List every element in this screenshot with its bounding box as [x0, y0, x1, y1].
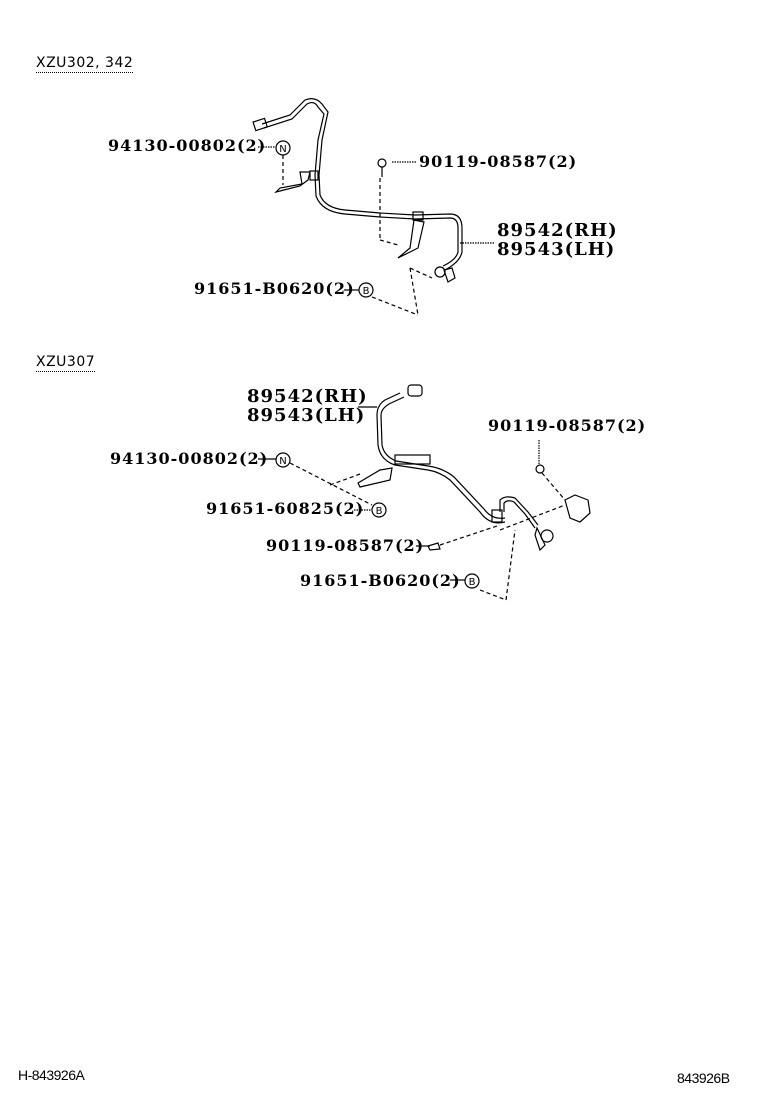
part-number-90119-08587[interactable]: 90119-08587(2) — [419, 152, 578, 171]
part-number-90119-08587-upper[interactable]: 90119-08587(2) — [488, 416, 647, 435]
tag-b-icon — [464, 573, 480, 589]
figure-code-right: 843926B — [677, 1070, 730, 1086]
svg-text:B: B — [363, 286, 370, 297]
part-number-89543-lh[interactable]: 89543(LH) — [497, 239, 616, 260]
tag-n-letter: N — [279, 144, 286, 155]
variant-label-xzu307: XZU307 — [36, 354, 96, 372]
svg-text:B: B — [376, 506, 383, 517]
part-number-89542-rh[interactable]: 89542(RH) — [497, 220, 618, 241]
tag-b-icon — [358, 282, 374, 298]
part-number-91651-B0620[interactable]: 91651-B0620(2) — [194, 279, 355, 298]
part-number-90119-08587-lower[interactable]: 90119-08587(2) — [266, 536, 425, 555]
part-number-94130-00802[interactable]: 94130-00802(2) — [110, 449, 269, 468]
svg-text:N: N — [279, 456, 286, 467]
part-number-91651-60825[interactable]: 91651-60825(2) — [206, 499, 365, 518]
figure-code-left: H-843926A — [18, 1067, 85, 1083]
tag-n-icon — [275, 452, 291, 468]
part-number-89543-lh[interactable]: 89543(LH) — [247, 405, 366, 426]
part-number-94130-00802[interactable]: 94130-00802(2) — [108, 136, 267, 155]
part-number-89542-rh[interactable]: 89542(RH) — [247, 386, 368, 407]
svg-text:B: B — [469, 577, 476, 588]
part-number-91651-B0620[interactable]: 91651-B0620(2) — [300, 571, 461, 590]
tag-b-icon — [371, 502, 387, 518]
variant-label-xzu302-342: XZU302, 342 — [36, 55, 134, 73]
